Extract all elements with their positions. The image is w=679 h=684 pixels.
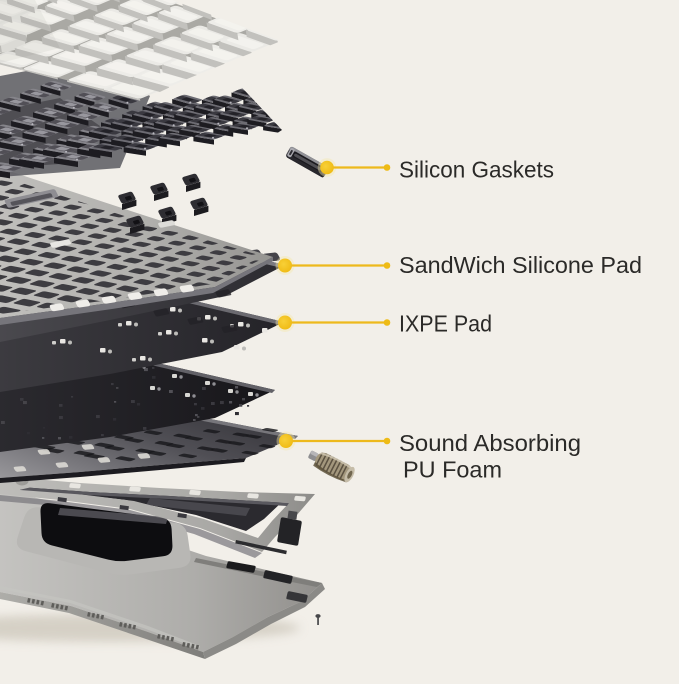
svg-text:IXPE Pad: IXPE Pad — [399, 311, 492, 337]
svg-text:Silicon Gaskets: Silicon Gaskets — [399, 157, 554, 183]
svg-text:PU Foam: PU Foam — [403, 457, 502, 483]
svg-text:Sound Absorbing: Sound Absorbing — [399, 430, 581, 456]
svg-text:SandWich Silicone Pad: SandWich Silicone Pad — [399, 252, 642, 278]
